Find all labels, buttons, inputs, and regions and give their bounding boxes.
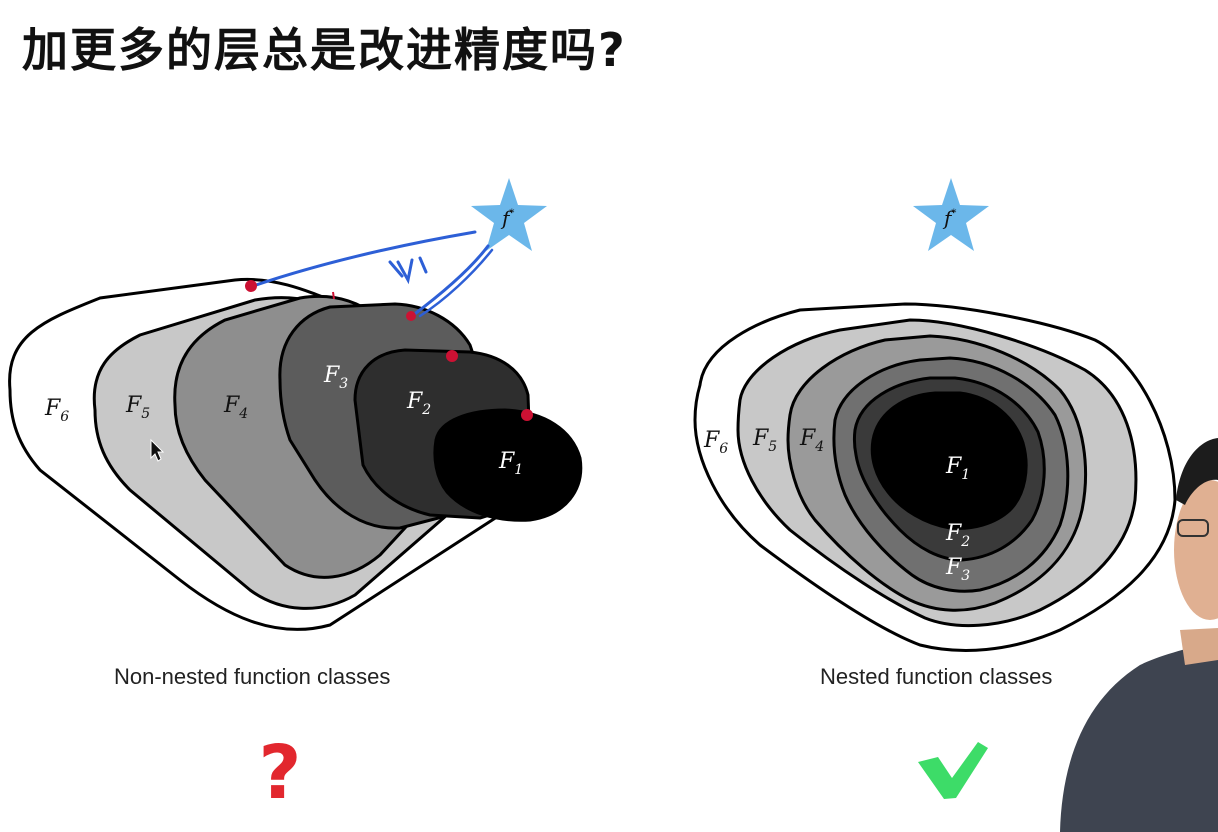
label-f4-left: F4 [223, 393, 248, 422]
slide-title: 加更多的层总是改进精度吗? [22, 23, 627, 77]
label-f6-left: F6 [44, 396, 69, 425]
non-nested-diagram: F6 F5 F4 F3 F2 F1 f* ? [8, 178, 583, 816]
question-mark-icon: ? [259, 730, 302, 816]
label-f1-left: F1 [498, 449, 523, 478]
label-f3-right: F3 [945, 555, 970, 584]
presenter-video-overlay [1060, 438, 1218, 832]
label-f6-right: F6 [703, 428, 728, 457]
label-f5-left: F5 [125, 393, 150, 422]
caption-nested: Nested function classes [820, 664, 1053, 689]
caption-non-nested: Non-nested function classes [114, 664, 391, 689]
region-f1-left [433, 408, 583, 522]
nested-diagram: F6 F5 F4 F3 F2 F1 f* [693, 178, 1177, 799]
label-f2-right: F2 [945, 521, 970, 550]
label-f2-left: F2 [406, 389, 431, 418]
pen-annotations [245, 230, 533, 421]
target-star-left [471, 178, 547, 251]
region-f1-right [870, 391, 1028, 530]
target-star-right [913, 178, 989, 251]
label-f3-left: F3 [323, 363, 348, 392]
label-f1-right: F1 [945, 454, 970, 483]
check-mark-icon [918, 742, 988, 799]
label-f4-right: F4 [799, 426, 824, 455]
mouse-cursor-icon [150, 438, 165, 462]
label-f5-right: F5 [752, 426, 777, 455]
